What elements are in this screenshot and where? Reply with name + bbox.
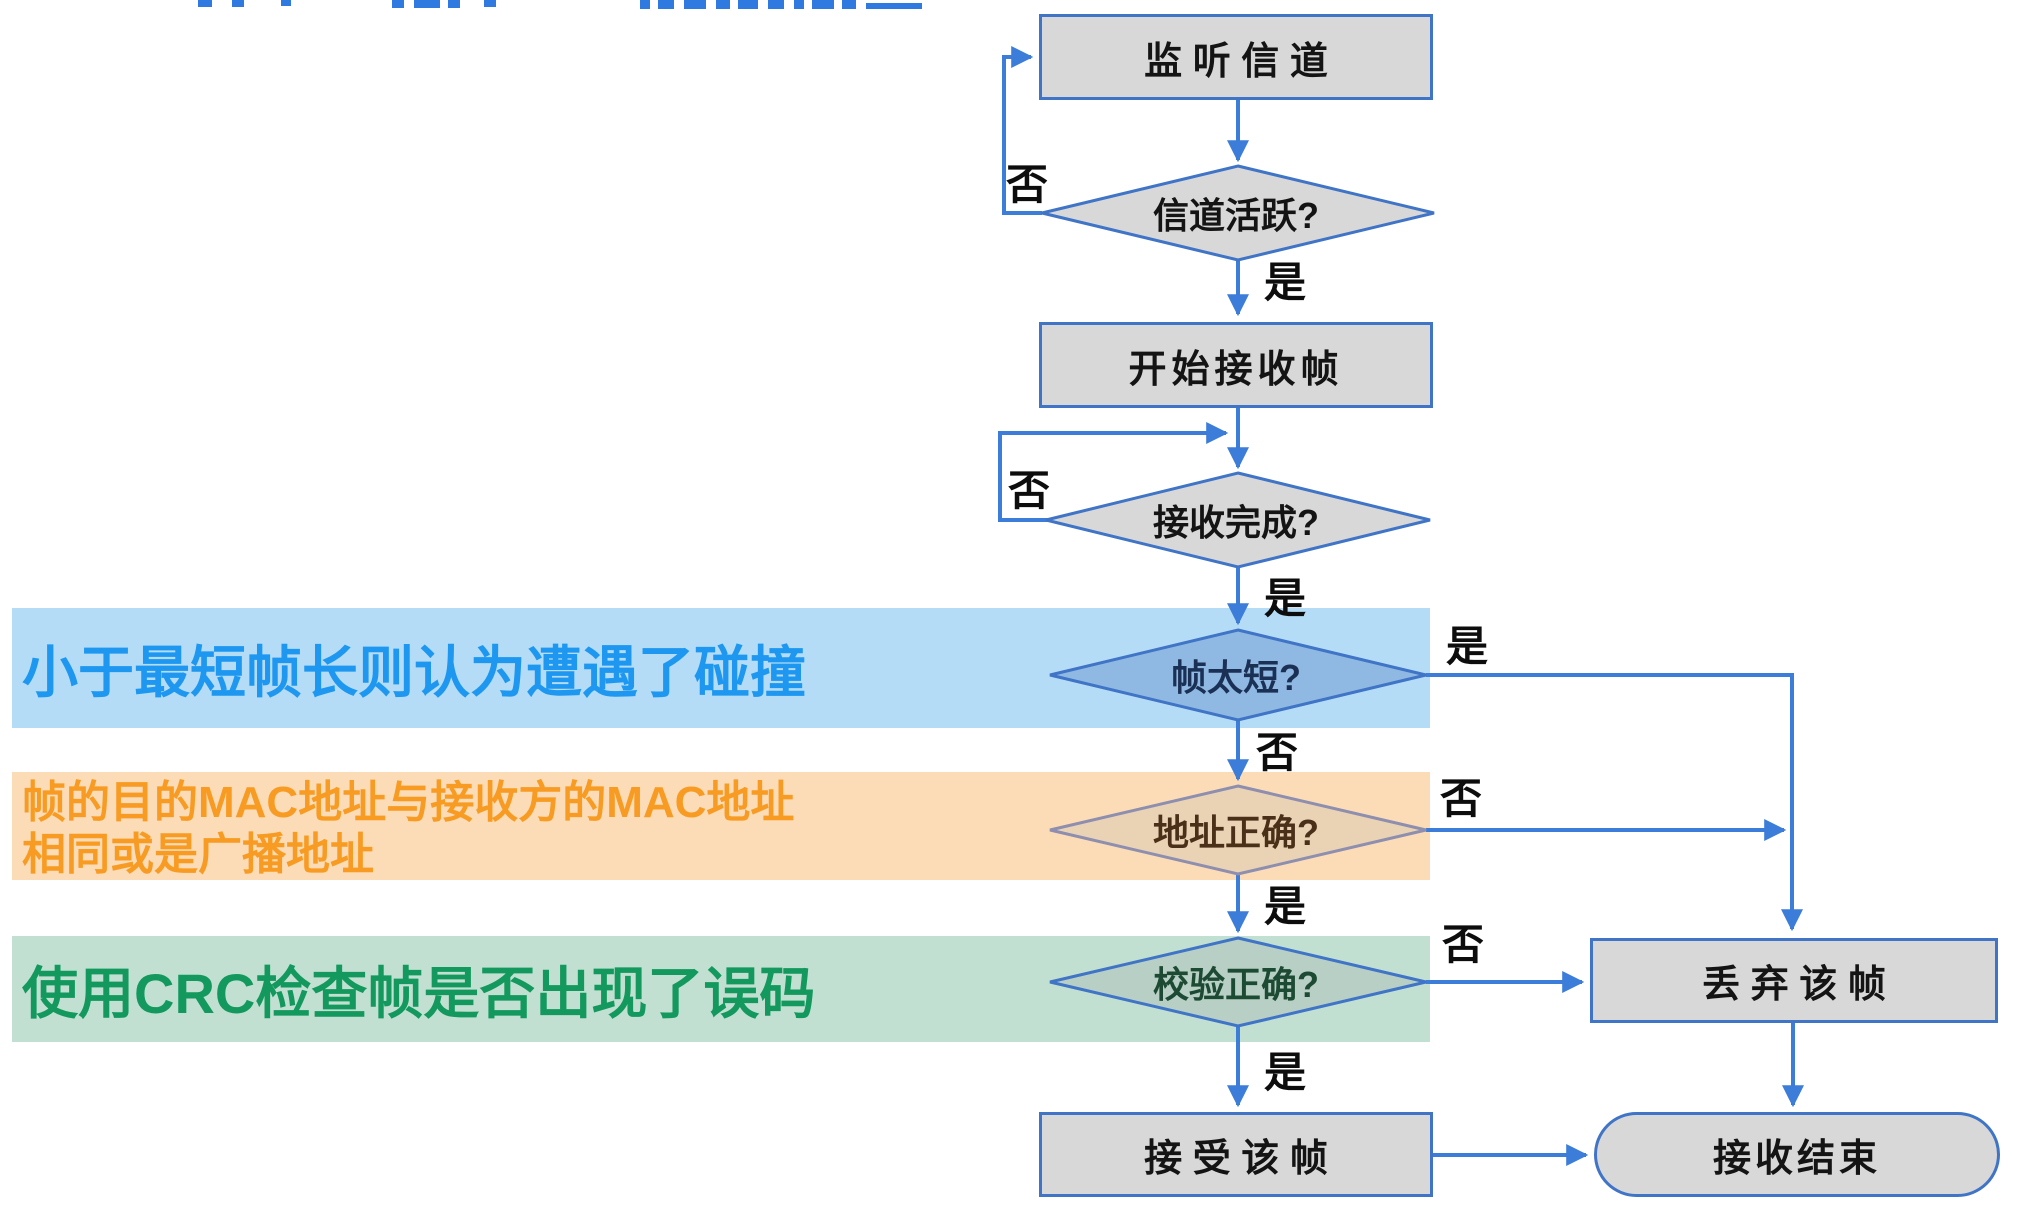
branch-no-channel-active: 否 [1006, 161, 1049, 208]
branch-no-frame-too-short: 否 [1256, 729, 1299, 776]
process-start-receive-frame: 开始接收帧 [1039, 322, 1433, 408]
decision-frame-too-short-shape [1049, 628, 1427, 722]
branch-yes-address-correct: 是 [1264, 883, 1307, 930]
branch-no-receive-done: 否 [1008, 467, 1051, 514]
process-discard-frame: 丢 弃 该 帧 [1590, 938, 1998, 1023]
terminator-receive-end: 接收结束 [1594, 1112, 2000, 1197]
branch-yes-channel-active: 是 [1264, 259, 1307, 306]
decision-receive-done-label: 接收完成? [1153, 502, 1319, 543]
branch-no-checksum-correct: 否 [1442, 921, 1485, 968]
decision-frame-too-short-label: 帧太短? [1171, 657, 1301, 698]
annotation-text-frame-too-short: 小于最短帧长则认为遭遇了碰撞 [22, 640, 806, 704]
process-accept-frame: 接 受 该 帧 [1039, 1112, 1433, 1197]
decision-receive-done-shape [1045, 471, 1431, 569]
annotation-band-mac-address: 帧的目的MAC地址与接收方的MAC地址 相同或是广播地址 [12, 772, 1430, 880]
annotation-text-mac-line1: 帧的目的MAC地址与接收方的MAC地址 [22, 778, 795, 827]
decision-address-correct-label: 地址正确? [1153, 812, 1319, 853]
decision-checksum-correct-shape [1049, 936, 1427, 1028]
annotation-text-crc: 使用CRC检查帧是否出现了误码 [22, 961, 816, 1025]
decision-channel-active-label: 信道活跃? [1153, 195, 1319, 236]
decision-address-correct-shape [1049, 784, 1427, 876]
process-listen-channel: 监 听 信 道 [1039, 14, 1433, 100]
branch-yes-frame-too-short: 是 [1446, 623, 1489, 670]
decision-channel-active-shape [1041, 164, 1435, 262]
branch-yes-checksum-correct: 是 [1264, 1049, 1307, 1096]
annotation-text-mac-line2: 相同或是广播地址 [22, 830, 374, 879]
branch-no-address-correct: 否 [1440, 775, 1483, 822]
decision-checksum-correct-label: 校验正确? [1153, 964, 1319, 1005]
branch-yes-receive-done: 是 [1264, 575, 1307, 622]
